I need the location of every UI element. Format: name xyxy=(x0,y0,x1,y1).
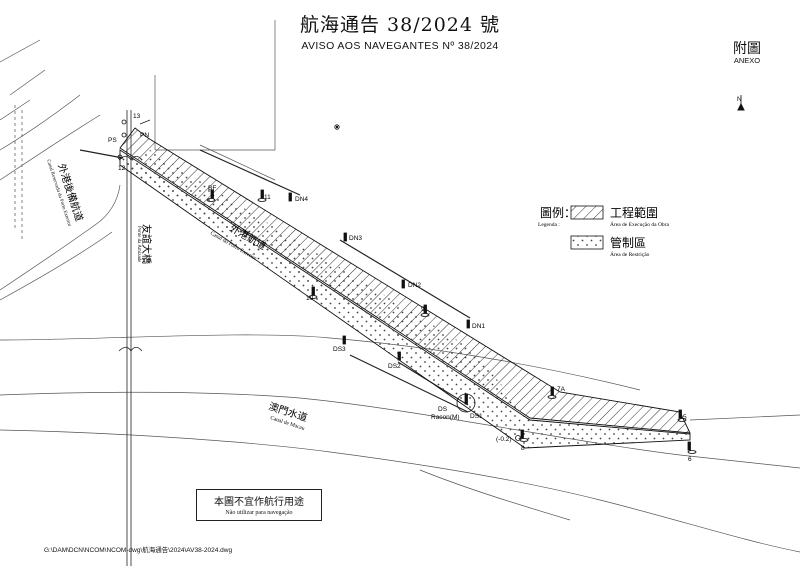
marker-9: 9 xyxy=(421,306,425,313)
file-path: G:\DAM\DCN\NCOM\NCOM-dwg\航海通告\2024\AV38-… xyxy=(44,547,233,554)
marker-ds1: DS1 xyxy=(470,413,483,420)
marker-6: 6 xyxy=(688,456,692,463)
title-zh: 航海通告 38/2024 號 xyxy=(299,14,500,36)
marker-bf: BF xyxy=(208,185,216,192)
bridge-pt: Ponte da Amizade xyxy=(136,226,141,263)
marker-racon: Racon(M) xyxy=(431,414,460,421)
marker-ps: PS xyxy=(108,137,117,144)
marker-ds: DS xyxy=(438,406,448,413)
title-pt: AVISO AOS NAVEGANTES Nº 38/2024 xyxy=(301,40,499,52)
restriction-area-inner xyxy=(120,150,530,418)
marker-pn: PN xyxy=(140,132,149,139)
disclaimer-pt: Não utilizar para navegação xyxy=(225,510,293,516)
marker-10: 10 xyxy=(306,295,314,302)
legend-item-restriction-zh: 管制區 xyxy=(610,235,646,250)
legend-item-restriction-pt: Área de Restrição xyxy=(610,250,650,258)
legend-item-work-area-zh: 工程範圍 xyxy=(610,205,658,220)
shore-dashes xyxy=(14,105,23,240)
marker-5: 5 xyxy=(683,414,687,421)
north-arrow-icon xyxy=(737,95,745,111)
legend-swatch-work-area xyxy=(570,205,604,220)
disclaimer-zh: 本圖不宜作航行用途 xyxy=(214,497,304,508)
marker-7a: 7A xyxy=(557,386,566,393)
marker-11: 11 xyxy=(264,194,271,201)
coastline xyxy=(0,20,800,553)
marker-13: 13 xyxy=(133,113,141,120)
marker-ds3: DS3 xyxy=(333,346,346,353)
buoy-markers xyxy=(117,119,697,454)
marker-ds2: DS2 xyxy=(388,363,401,370)
marker-dn3: DN3 xyxy=(349,235,362,242)
marker-dn4: DN4 xyxy=(295,196,308,203)
marker-12: 12 xyxy=(118,165,126,172)
marker-02: (-0.2) xyxy=(496,436,512,443)
marker-dn2: DN2 xyxy=(408,282,421,289)
legend-swatch-restriction xyxy=(570,235,604,250)
work-area-zone xyxy=(119,127,691,434)
legend-item-work-area-pt: Área de Execução da Obra xyxy=(610,220,669,228)
marker-8: 8 xyxy=(521,445,525,452)
annex-zh: 附圖 xyxy=(733,41,761,57)
marker-dn1: DN1 xyxy=(472,323,485,330)
annex-pt: ANEXO xyxy=(733,56,761,65)
bridge-zh: 友誼大橋 xyxy=(140,224,153,264)
legend-title-zh: 圖例： xyxy=(540,206,576,220)
disclaimer-box: 本圖不宜作航行用途 Não utilizar para navegação xyxy=(196,489,322,521)
legend-title-pt: Legenda : xyxy=(538,222,560,228)
north-label: N xyxy=(737,96,742,103)
